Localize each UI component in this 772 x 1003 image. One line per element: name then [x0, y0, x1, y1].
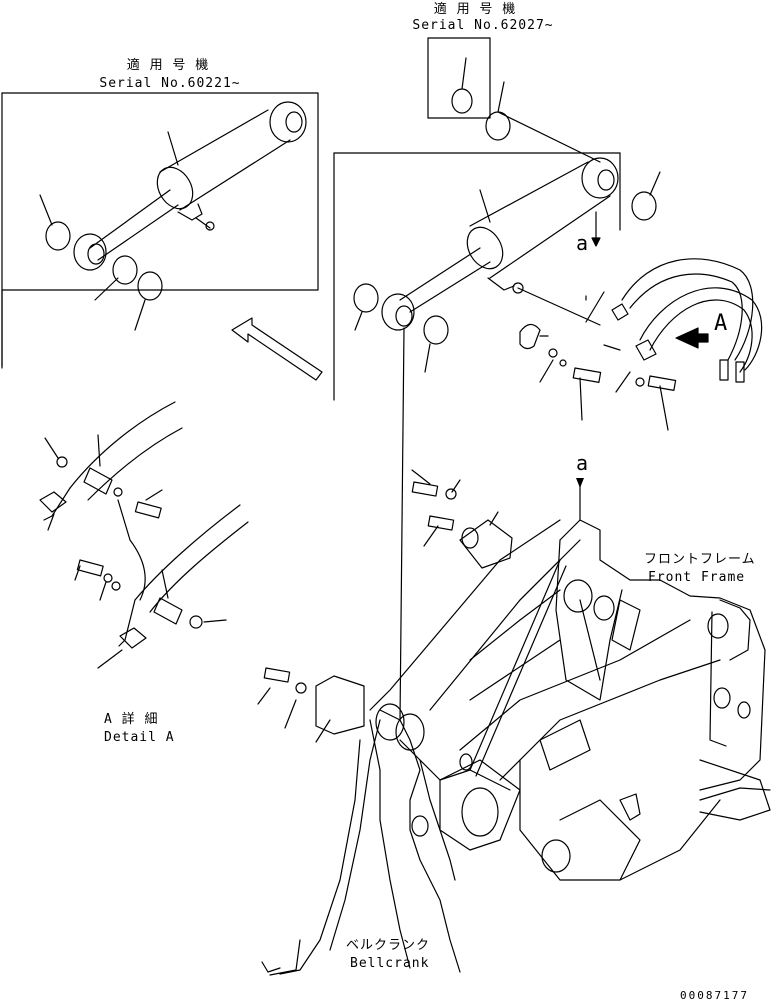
- pin-and-bolts: [257, 469, 513, 743]
- inset-box-left: [1, 92, 319, 369]
- lift-arm: [261, 519, 581, 976]
- leader-lines: [399, 295, 587, 721]
- ref-marker-a-frame: a: [576, 451, 590, 475]
- front-frame-jp-label: フロントフレーム: [644, 552, 756, 567]
- hydraulic-cylinder-left: [39, 101, 307, 331]
- drawing-number: 00087177: [680, 989, 749, 1002]
- main-cylinder-box: [333, 152, 621, 401]
- hydraulic-hoses: [611, 258, 763, 383]
- hydraulic-cylinder-main: [353, 81, 677, 431]
- inset-box-top: [427, 37, 491, 119]
- inset-left-serial-label: Serial No.60221~: [99, 76, 241, 91]
- inset-left-applicable-label: 適 用 号 機: [126, 58, 210, 73]
- detail-a-drawing: [39, 401, 249, 669]
- inset-top-applicable-label: 適 用 号 機: [433, 2, 517, 17]
- bellcrank-en-label: Bellcrank: [350, 956, 430, 971]
- bellcrank-jp-label: ベルクランク: [346, 938, 431, 953]
- detail-a-en-label: Detail A: [104, 730, 175, 745]
- view-marker-a: A: [714, 311, 729, 336]
- bellcrank-part: [399, 559, 567, 881]
- front-frame: [459, 478, 771, 881]
- detail-a-jp-label: A 詳 細: [104, 712, 159, 727]
- inset-top-serial-label: Serial No.62027~: [412, 18, 554, 33]
- direction-arrow: [231, 317, 323, 381]
- ref-marker-a-top: a: [576, 231, 590, 255]
- front-frame-en-label: Front Frame: [648, 570, 746, 585]
